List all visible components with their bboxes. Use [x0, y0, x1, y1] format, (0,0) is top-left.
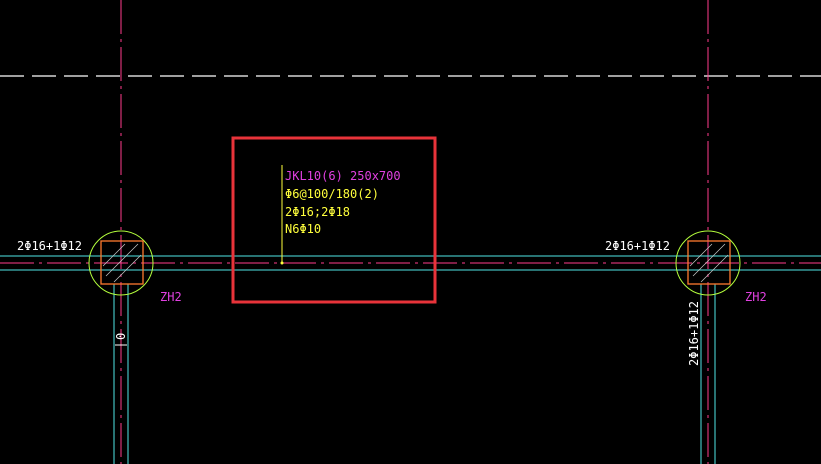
column-right-circle: [675, 230, 741, 296]
column-left-outline: [100, 240, 144, 285]
column-left-circle: [88, 230, 154, 296]
beam-annotation-line2: Φ6@100/180(2): [285, 187, 379, 201]
beam-horizontal-lines: [0, 255, 821, 271]
column-left-rebar-label: 2Φ16+1Φ12: [17, 239, 82, 253]
wall-vertical-left: [113, 284, 129, 464]
beam-annotation-line1: JKL10(6) 250x700: [285, 169, 401, 183]
column-left-id-label: ZH2: [160, 290, 182, 304]
column-right[interactable]: [675, 230, 741, 296]
column-right-side-label: 2Φ16+1Φ12: [687, 301, 701, 366]
column-right-id-label: ZH2: [745, 290, 767, 304]
beam-annotation-leader-dot: [280, 261, 284, 265]
column-left-hatch: [102, 243, 142, 283]
beam-annotation-line3: 2Φ16;2Φ18: [285, 205, 350, 219]
column-left[interactable]: [88, 230, 154, 296]
column-right-hatch: [689, 243, 729, 283]
wall-vertical-right: [700, 284, 716, 464]
highlight-box: [231, 136, 437, 304]
column-right-rebar-label: 2Φ16+1Φ12: [605, 239, 670, 253]
beam-annotation-line4: N6Φ10: [285, 222, 321, 236]
column-right-outline: [687, 240, 731, 285]
column-left-side-label: 0: [114, 333, 128, 340]
